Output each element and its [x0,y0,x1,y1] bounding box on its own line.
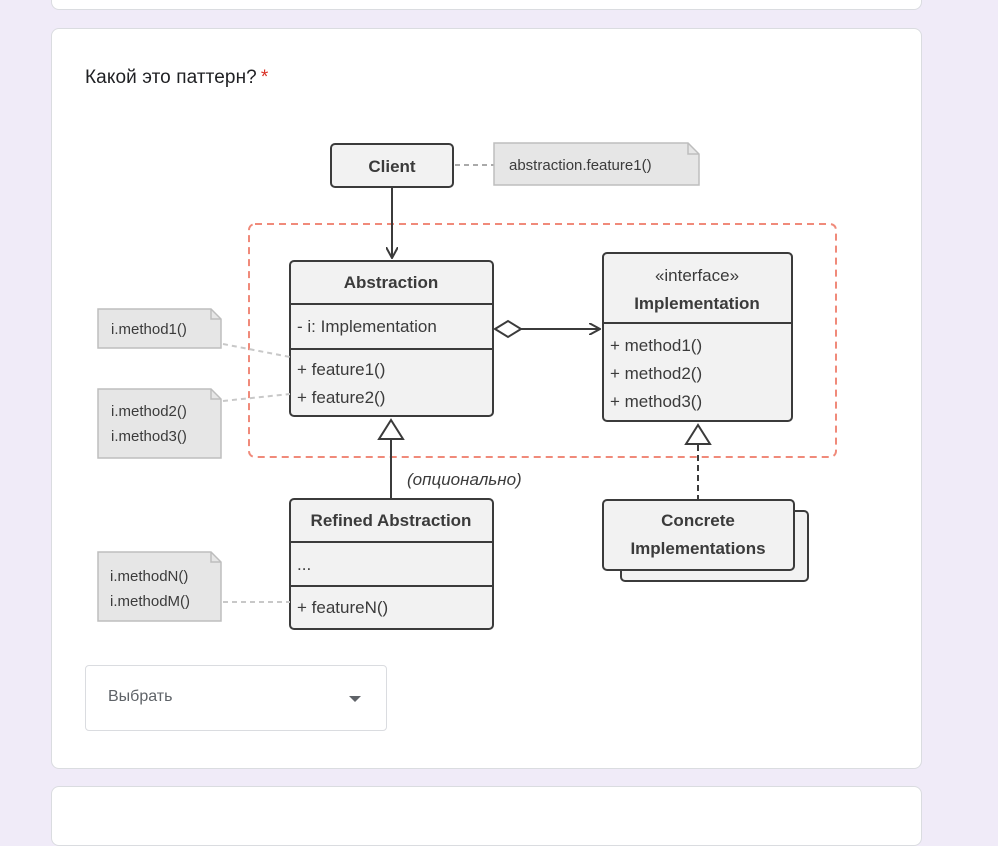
previous-question-card [51,0,922,10]
refined-abstraction-class: Refined Abstraction ... + featureN() [289,498,494,630]
note-method3-text: i.method3() [111,428,187,445]
implementation-interface: «interface» Implementation + method1() +… [602,252,793,422]
client-note-text: abstraction.feature1() [509,157,652,174]
client-title: Client [368,157,416,176]
refined-abstraction-title: Refined Abstraction [311,511,472,530]
note-methodN-M: i.methodN() i.methodM() [97,551,222,622]
abstraction-title: Abstraction [344,273,438,292]
refined-abstraction-field: ... [297,555,311,574]
note-method1-text: i.method1() [111,321,187,338]
note-method2-text: i.method2() [111,403,187,420]
client-class: Client [330,143,454,188]
note-methodN-text: i.methodN() [110,568,188,585]
client-note: abstraction.feature1() [493,142,700,186]
implementation-title: Implementation [634,294,760,313]
answer-select-value: Выбрать [108,688,173,705]
implementation-method-3: + method3() [610,392,702,411]
uml-diagram-image: Client abstraction.feature1() Abstractio… [97,142,837,630]
abstraction-method-2: + feature2() [297,388,385,407]
note-method2-3: i.method2() i.method3() [97,388,222,459]
implementation-method-2: + method2() [610,364,702,383]
next-question-card [51,786,922,846]
optional-label: (опционально) [407,470,522,489]
concrete-title-line-2: Implementations [630,539,765,558]
concrete-title-line-1: Concrete [661,511,735,530]
refined-abstraction-method: + featureN() [297,598,388,617]
implementation-method-1: + method1() [610,336,702,355]
concrete-implementations-class: Concrete Implementations [602,499,809,582]
note-methodM-text: i.methodM() [110,593,190,610]
question-card: Какой это паттерн?* Client abstraction.f… [51,28,922,769]
abstraction-field: - i: Implementation [297,317,437,336]
question-text: Какой это паттерн? [85,67,257,88]
abstraction-method-1: + feature1() [297,360,385,379]
abstraction-class: Abstraction - i: Implementation + featur… [289,260,494,417]
implementation-stereotype: «interface» [655,266,739,285]
note-method1: i.method1() [97,308,222,349]
question-title: Какой это паттерн?* [85,67,268,89]
chevron-down-icon [349,696,361,702]
required-asterisk: * [260,67,269,88]
answer-select[interactable]: Выбрать [85,665,387,731]
